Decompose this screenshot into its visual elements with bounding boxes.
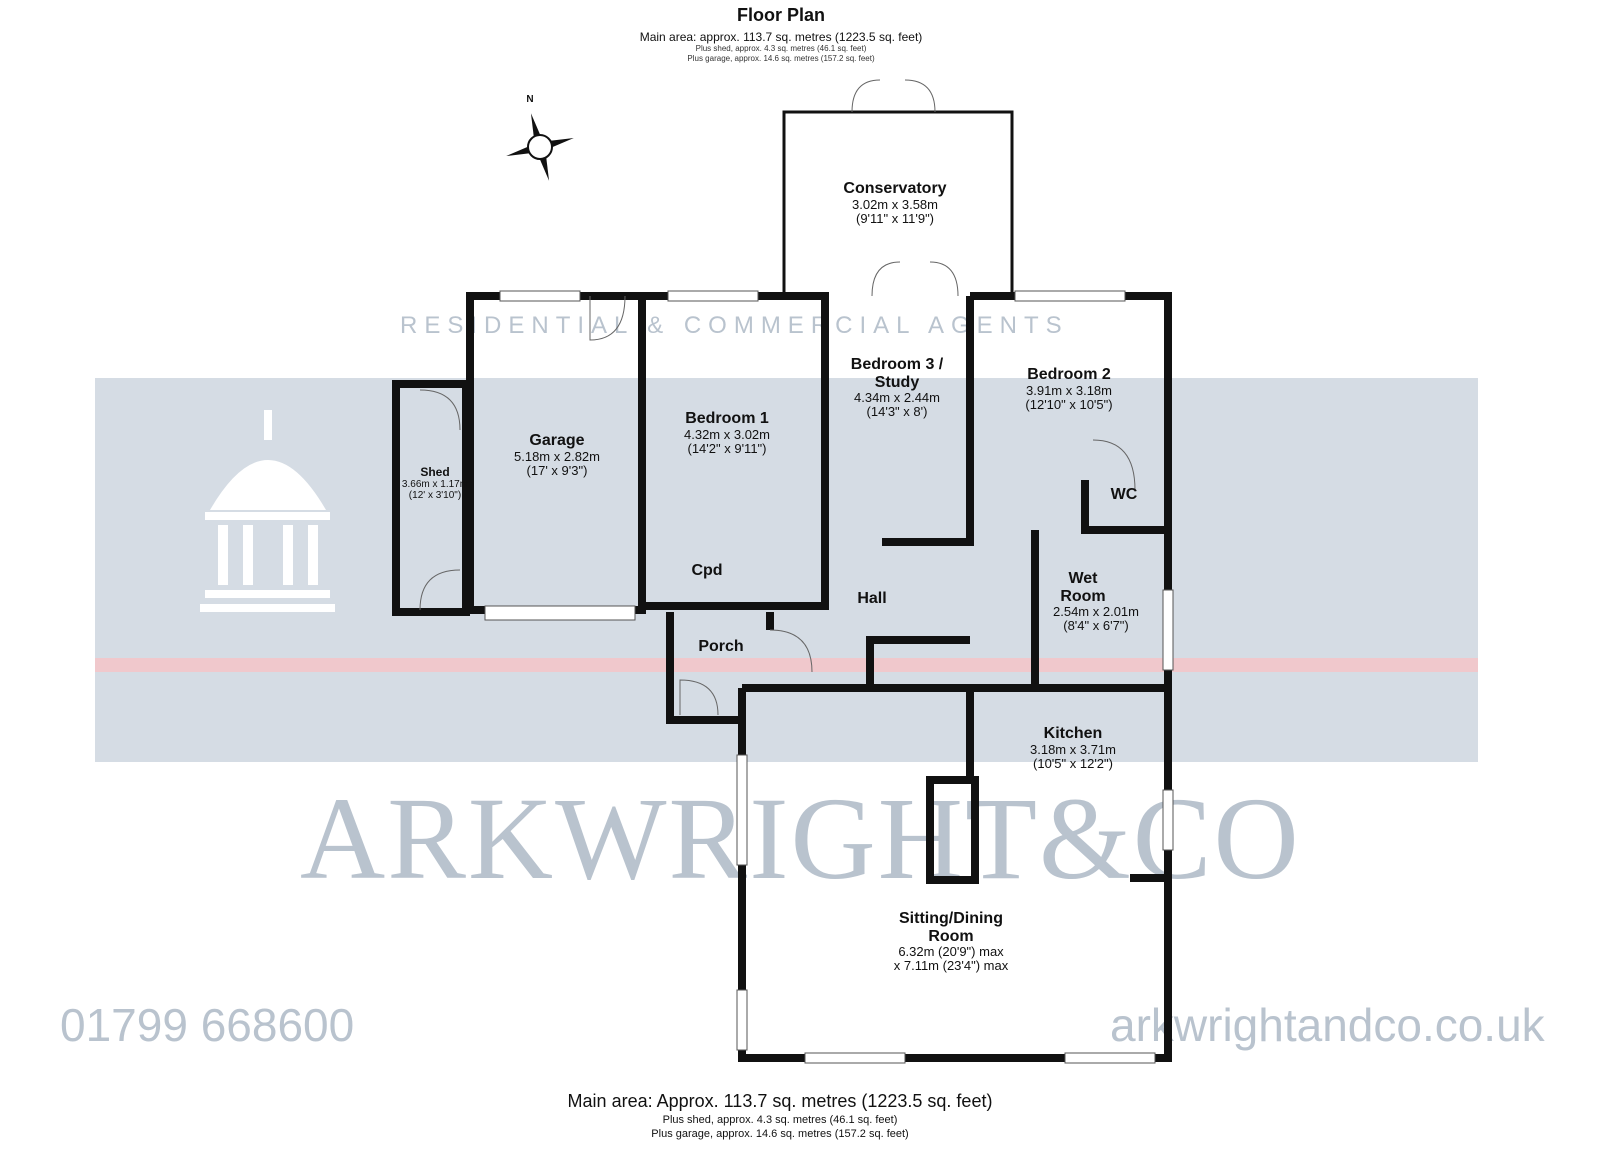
room-name: Kitchen <box>1043 725 1103 742</box>
door-swing <box>769 629 813 673</box>
room-sitting-dining: Sitting/Dining Room 6.32m (20'9") max x … <box>881 910 1021 974</box>
room-cpd: Cpd <box>691 562 723 579</box>
room-imperial: (12' x 3'10") <box>408 490 462 502</box>
porch-walls <box>666 612 774 724</box>
room-metric: 3.18m x 3.71m <box>1030 741 1116 757</box>
page-title: Floor Plan <box>736 5 826 25</box>
room-bedroom1: Bedroom 1 4.32m x 3.02m (14'2" x 9'11") <box>684 410 770 456</box>
hall-walls <box>642 602 970 688</box>
door-swing <box>589 295 626 341</box>
window <box>736 989 748 1051</box>
window <box>1014 290 1126 302</box>
room-name: Sitting/Dining Room <box>899 910 1003 945</box>
watermark-tagline: RESIDENTIAL & COMMERCIAL AGENTS <box>400 312 1069 339</box>
room-hall: Hall <box>857 590 887 607</box>
door-swing <box>679 679 719 716</box>
header-garage: Plus garage, approx. 14.6 sq. metres (15… <box>687 54 875 63</box>
door-swing <box>419 389 461 431</box>
room-shed: Shed 3.66m x 1.17m (12' x 3'10") <box>401 465 469 502</box>
room-name: Garage <box>529 432 585 449</box>
room-imperial: (14'2" x 9'11") <box>687 440 767 456</box>
footer-garage: Plus garage, approx. 14.6 sq. metres (15… <box>651 1128 909 1140</box>
bedroom3-walls <box>821 296 974 560</box>
room-bedroom3: Bedroom 3 / Study 4.34m x 2.44m (14'3" x… <box>842 356 952 420</box>
room-porch: Porch <box>698 638 744 655</box>
header-shed: Plus shed, approx. 4.3 sq. metres (46.1 … <box>695 44 867 53</box>
room-metric: 4.34m x 2.44m <box>854 390 940 406</box>
window <box>1162 589 1174 671</box>
room-wet-room: Wet Room 2.54m x 2.01m (8'4" x 6'7") <box>1053 570 1139 634</box>
room-conservatory: Conservatory 3.02m x 3.58m (9'11" x 11'9… <box>843 180 946 226</box>
watermark-website: arkwrightandco.co.uk <box>1110 999 1545 1051</box>
room-name: Shed <box>420 465 450 479</box>
room-garage: Garage 5.18m x 2.82m (17' x 9'3") <box>514 432 600 478</box>
window <box>1064 1052 1156 1064</box>
room-metric: 4.32m x 3.02m <box>684 426 770 442</box>
room-metric: 2.54m x 2.01m <box>1053 604 1139 620</box>
room-imperial: (10'5" x 12'2") <box>1033 755 1113 771</box>
room-wc: WC <box>1110 486 1138 503</box>
room-bedroom2: Bedroom 2 3.91m x 3.18m (12'10" x 10'5") <box>1025 366 1112 412</box>
kitchen-walls <box>966 688 1172 882</box>
window <box>499 290 581 302</box>
door-swing <box>871 261 959 297</box>
watermark-stripe <box>95 658 1478 672</box>
room-name: Bedroom 1 <box>685 410 769 427</box>
room-metric: 3.91m x 3.18m <box>1026 382 1112 398</box>
sitting-walls <box>738 684 1172 1062</box>
room-imperial: (14'3" x 8') <box>866 404 928 420</box>
window <box>736 754 748 866</box>
room-metric: 6.32m (20'9") max <box>898 944 1004 960</box>
room-name: Conservatory <box>843 180 947 197</box>
window <box>484 605 636 621</box>
header-main-area: Main area: approx. 113.7 sq. metres (122… <box>639 30 923 44</box>
footer-shed: Plus shed, approx. 4.3 sq. metres (46.1 … <box>662 1114 898 1126</box>
window <box>1162 789 1174 851</box>
room-kitchen: Kitchen 3.18m x 3.71m (10'5" x 12'2") <box>1030 725 1116 771</box>
window <box>667 290 759 302</box>
room-name: Bedroom 2 <box>1027 366 1111 383</box>
room-metric: 3.66m x 1.17m <box>401 479 469 491</box>
room-imperial: (9'11" x 11'9") <box>855 210 935 226</box>
room-imperial: x 7.11m (23'4") max <box>893 958 1009 974</box>
room-imperial: (8'4" x 6'7") <box>1063 618 1129 634</box>
footer-main-area: Main area: Approx. 113.7 sq. metres (122… <box>567 1091 993 1111</box>
room-imperial: (17' x 9'3") <box>526 462 588 478</box>
door-swing <box>1092 439 1136 491</box>
room-name: Wet Room <box>1060 570 1106 605</box>
room-name: Bedroom 3 / Study <box>850 356 944 391</box>
door-swing <box>419 569 461 611</box>
door-swing <box>851 79 936 113</box>
room-metric: 3.02m x 3.58m <box>852 196 938 212</box>
conservatory-walls <box>782 110 1014 296</box>
room-metric: 5.18m x 2.82m <box>514 448 600 464</box>
watermark-phone: 01799 668600 <box>60 999 355 1051</box>
watermark-band <box>95 378 1478 762</box>
room-imperial: (12'10" x 10'5") <box>1025 396 1113 412</box>
window <box>804 1052 906 1064</box>
compass-label: N <box>526 94 534 105</box>
